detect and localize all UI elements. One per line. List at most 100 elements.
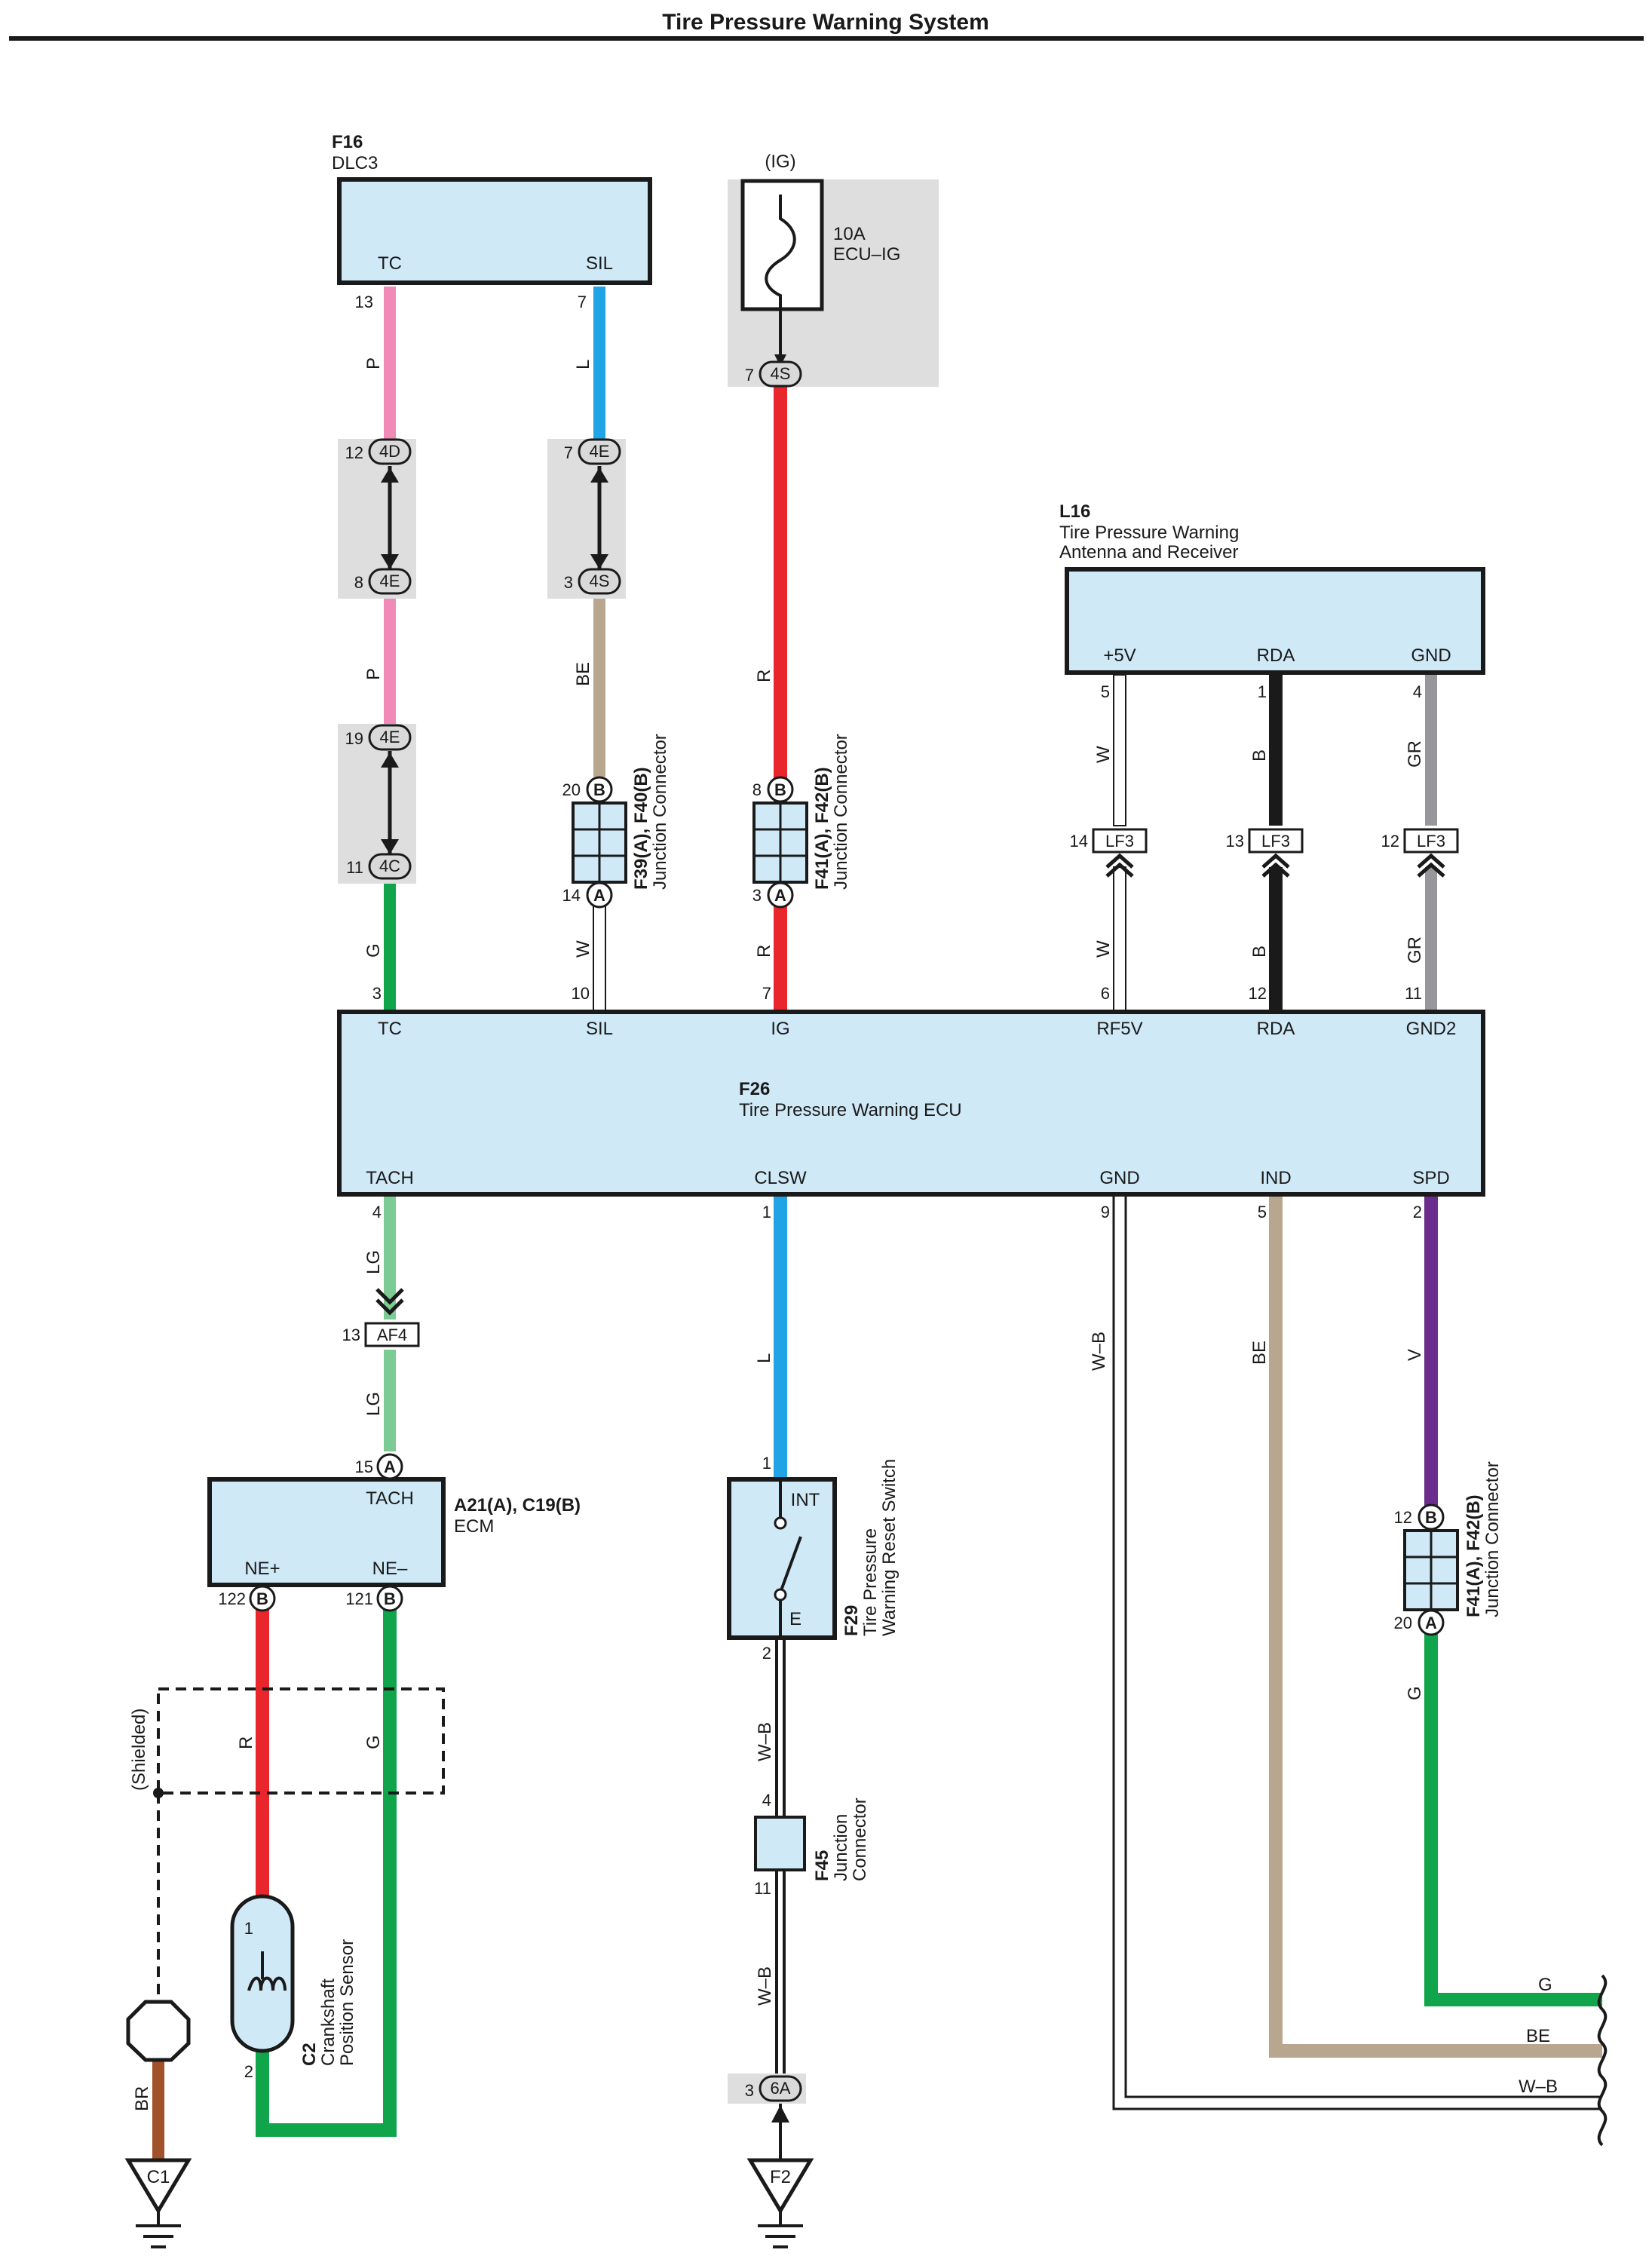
svg-text:Crankshaft: Crankshaft bbox=[318, 1978, 339, 2066]
component-fuse-ecu-ig: (IG) 10A ECU–IG bbox=[728, 152, 939, 387]
svg-text:1: 1 bbox=[244, 1919, 253, 1938]
svg-text:3: 3 bbox=[745, 2081, 754, 2100]
svg-text:8: 8 bbox=[354, 573, 363, 592]
svg-text:14: 14 bbox=[562, 886, 581, 905]
svg-text:RDA: RDA bbox=[1257, 645, 1295, 666]
svg-text:F39(A), F40(B): F39(A), F40(B) bbox=[631, 767, 651, 890]
connector-lf3-12: LF3 bbox=[1403, 828, 1459, 878]
svg-text:R: R bbox=[236, 1736, 256, 1749]
junction-f39-f40: B A F39(A), F40(B) Junction Connector bbox=[572, 734, 670, 909]
svg-text:12: 12 bbox=[1249, 984, 1267, 1003]
svg-text:5: 5 bbox=[1258, 1203, 1267, 1221]
svg-text:F29: F29 bbox=[841, 1605, 862, 1636]
svg-text:15: 15 bbox=[355, 1457, 373, 1476]
svg-text:4: 4 bbox=[1413, 682, 1422, 701]
svg-text:B: B bbox=[1425, 1508, 1437, 1527]
svg-text:121: 121 bbox=[345, 1589, 373, 1608]
wire-ne bbox=[256, 1606, 397, 2137]
wire-ind bbox=[1269, 1194, 1602, 2058]
svg-text:F41(A), F42(B): F41(A), F42(B) bbox=[1464, 1494, 1484, 1617]
svg-text:A: A bbox=[384, 1457, 396, 1476]
svg-text:Tire Pressure Warning ECU: Tire Pressure Warning ECU bbox=[739, 1100, 962, 1120]
connector-af4: AF4 bbox=[364, 1288, 420, 1347]
svg-text:4C: 4C bbox=[379, 857, 400, 875]
svg-text:RDA: RDA bbox=[1257, 1019, 1295, 1039]
svg-text:LF3: LF3 bbox=[1105, 832, 1134, 851]
svg-text:SIL: SIL bbox=[586, 253, 613, 274]
svg-text:G: G bbox=[1538, 1975, 1552, 1995]
svg-text:11: 11 bbox=[1405, 984, 1422, 1003]
ground-f2: F2 bbox=[746, 2104, 814, 2248]
svg-text:P: P bbox=[363, 357, 384, 369]
svg-text:F26: F26 bbox=[739, 1079, 770, 1099]
svg-text:TC: TC bbox=[378, 253, 402, 274]
svg-text:GND: GND bbox=[1099, 1168, 1139, 1188]
wire-color-labels: P L P BE R G W R W B GR W B GR LG LG L W… bbox=[132, 357, 1558, 2111]
svg-text:F45: F45 bbox=[812, 1850, 832, 1881]
svg-text:Position Sensor: Position Sensor bbox=[337, 1939, 357, 2066]
svg-text:G: G bbox=[1405, 1686, 1425, 1700]
svg-text:10A: 10A bbox=[833, 224, 866, 244]
svg-text:R: R bbox=[754, 945, 774, 958]
svg-text:7: 7 bbox=[745, 366, 754, 385]
svg-text:13: 13 bbox=[342, 1326, 360, 1344]
svg-text:CLSW: CLSW bbox=[754, 1168, 807, 1188]
svg-text:NE+: NE+ bbox=[244, 1559, 280, 1579]
svg-text:20: 20 bbox=[1394, 1614, 1412, 1632]
svg-text:9: 9 bbox=[1101, 1203, 1110, 1221]
svg-text:INT: INT bbox=[791, 1490, 820, 1510]
svg-text:TC: TC bbox=[378, 1019, 402, 1039]
svg-text:A: A bbox=[1425, 1614, 1437, 1632]
splice-arrows bbox=[381, 466, 608, 854]
svg-text:A: A bbox=[593, 886, 605, 905]
connector-4e-b: 4E bbox=[578, 438, 621, 465]
svg-text:(IG): (IG) bbox=[765, 152, 795, 172]
svg-text:6: 6 bbox=[1101, 984, 1110, 1003]
svg-text:Junction Connector: Junction Connector bbox=[1482, 1461, 1503, 1617]
svg-text:L: L bbox=[573, 360, 593, 369]
svg-text:W–B: W–B bbox=[1519, 2077, 1558, 2097]
shield-ground-octagon bbox=[126, 2000, 191, 2062]
svg-text:TACH: TACH bbox=[366, 1168, 414, 1188]
svg-text:LF3: LF3 bbox=[1417, 832, 1445, 851]
svg-text:12: 12 bbox=[345, 443, 363, 462]
svg-text:2: 2 bbox=[762, 1644, 771, 1663]
svg-text:5: 5 bbox=[1101, 682, 1110, 701]
ecm-pin-b-122: B bbox=[249, 1585, 276, 1612]
svg-text:Junction Connector: Junction Connector bbox=[650, 734, 670, 890]
svg-text:AF4: AF4 bbox=[377, 1326, 407, 1344]
page-title: Tire Pressure Warning System bbox=[662, 10, 989, 35]
svg-text:SIL: SIL bbox=[586, 1019, 613, 1039]
svg-text:F41(A), F42(B): F41(A), F42(B) bbox=[812, 767, 832, 890]
svg-text:B: B bbox=[1249, 946, 1270, 958]
svg-text:W–B: W–B bbox=[755, 1966, 775, 2006]
component-l16-antenna-receiver: L16 Tire Pressure Warning Antenna and Re… bbox=[1059, 501, 1485, 675]
svg-text:A21(A), C19(B): A21(A), C19(B) bbox=[454, 1495, 581, 1516]
svg-text:20: 20 bbox=[562, 780, 581, 799]
junction-f41-f42-a: B A F41(A), F42(B) Junction Connector bbox=[752, 734, 851, 909]
svg-text:7: 7 bbox=[762, 984, 771, 1003]
svg-text:BE: BE bbox=[1526, 2026, 1550, 2046]
svg-text:W: W bbox=[573, 940, 593, 958]
svg-text:P: P bbox=[363, 668, 384, 680]
shielded-label: (Shielded) bbox=[129, 1709, 149, 1791]
svg-text:W: W bbox=[1093, 746, 1114, 763]
svg-text:Antenna and Receiver: Antenna and Receiver bbox=[1059, 542, 1239, 562]
svg-text:12: 12 bbox=[1394, 1508, 1412, 1527]
svg-text:ECU–IG: ECU–IG bbox=[833, 244, 900, 265]
svg-text:1: 1 bbox=[1258, 682, 1267, 701]
svg-text:122: 122 bbox=[218, 1589, 246, 1608]
svg-text:3: 3 bbox=[372, 984, 382, 1003]
component-c2-crank-sensor: C2 Crankshaft Position Sensor bbox=[230, 1894, 357, 2066]
svg-text:GR: GR bbox=[1405, 936, 1425, 964]
svg-text:1: 1 bbox=[762, 1454, 771, 1473]
svg-text:Connector: Connector bbox=[850, 1798, 870, 1881]
component-f16-dlc3: F16 DLC3 TC SIL bbox=[332, 132, 652, 285]
svg-text:GND2: GND2 bbox=[1406, 1019, 1457, 1039]
svg-text:IND: IND bbox=[1260, 1168, 1291, 1188]
svg-text:DLC3: DLC3 bbox=[332, 153, 378, 173]
svg-text:B: B bbox=[774, 780, 786, 799]
svg-text:BE: BE bbox=[573, 662, 593, 686]
svg-text:W: W bbox=[1093, 940, 1114, 958]
component-ecm: TACH NE+ NE– A21(A), C19(B) ECM bbox=[207, 1477, 581, 1587]
